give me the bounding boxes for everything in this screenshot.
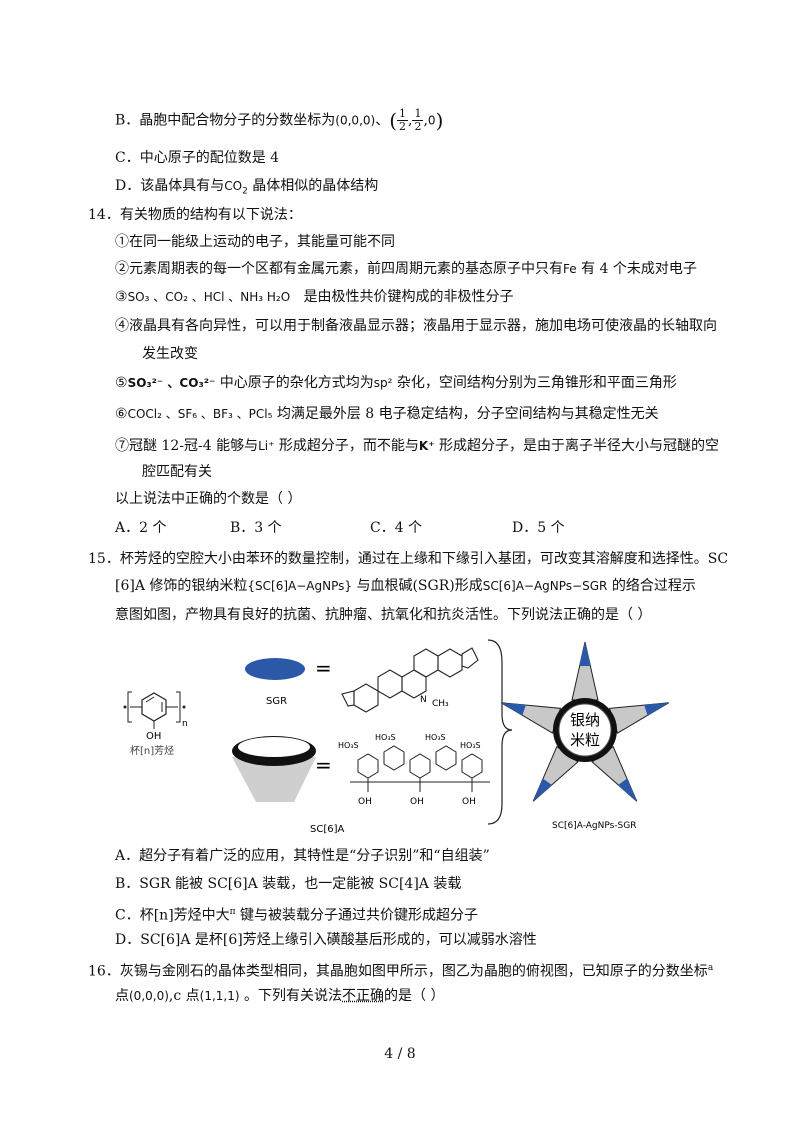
q15-chem-1: {SC[6]A−AgNPs} — [247, 579, 353, 593]
q14-statement-6: ⑥COCl₂ 、SF₆ 、BF₃ 、PCl₅ 均满足最外层 8 电子稳定结构，分… — [115, 406, 659, 422]
q13-option-c: C．中心原子的配位数是 4 — [115, 150, 280, 166]
q15-figure: n OH 杯[n]芳烃 SGR = N CH₃ = SC[6]A HO₃S HO… — [123, 639, 674, 835]
sgr-label: SGR — [266, 696, 287, 707]
q14-sp2: sp² — [373, 376, 393, 390]
pi-symbol: π — [229, 907, 236, 917]
sc6a-so3-4: HO₃S — [460, 741, 481, 750]
sc6a-so3-2: HO₃S — [375, 733, 396, 742]
q16-coord-a: (0,0,0) — [129, 989, 169, 1003]
q14-statement-4: ④液晶具有各向异性，可以用于制备液晶显示器；液晶用于显示器，施加电场可使液晶的长… — [115, 318, 717, 334]
q14-statement-7: ⑦冠醚 12-冠-4 能够与Li⁺ 形成超分子，而不能与K⁺ 形成超分子，是由于… — [115, 438, 719, 454]
sgr-ch3: CH₃ — [432, 699, 449, 709]
q15-stem-3: 意图如图，产物具有良好的抗菌、抗肿瘤、抗氧化和抗炎活性。下列说法正确的是（ ） — [115, 607, 652, 623]
nanoparticle-label-2: 米粒 — [570, 731, 600, 749]
sc6a-cup — [232, 736, 316, 802]
calixarene-unit: n OH 杯[n]芳烃 — [123, 691, 188, 757]
q14-option-b: B．3 个 — [230, 520, 282, 536]
q15-chem-2: SC[6]A−AgNPs−SGR — [482, 579, 608, 593]
chem-fe: Fe — [563, 262, 577, 276]
calix-n-label: n — [182, 719, 188, 729]
chem-li: Li⁺ — [258, 439, 275, 453]
calix-oh-label: OH — [146, 731, 161, 742]
page-number: 4 / 8 — [384, 1046, 416, 1062]
q16-stem-1: 16．灰锡与金刚石的晶体类型相同，其晶胞如图甲所示，图乙为晶胞的俯视图，已知原子… — [88, 963, 714, 980]
nanoparticle-star — [496, 641, 674, 810]
sgr-ellipse — [245, 658, 305, 680]
q15-option-a: A．超分子有着广泛的应用，其特性是“分子识别”和“自组装” — [115, 848, 490, 864]
q13-sep: 、 — [375, 112, 390, 129]
sc6a-so3-1: HO₃S — [338, 741, 359, 750]
q14-statement-2: ②元素周期表的每一个区都有金属元素，前四周期元素的基态原子中只有Fe 有 4 个… — [115, 261, 697, 277]
sc6a-oh-2: OH — [410, 797, 424, 807]
q14-chem-list-6: COCl₂ 、SF₆ 、BF₃ 、PCl₅ — [127, 407, 273, 421]
q16-stem-2: 点(0,0,0),c 点(1,1,1) 。下列有关说法不正确的是（ ） — [115, 988, 445, 1004]
q15-stem-2: [6]A 修饰的银纳米粒{SC[6]A−AgNPs} 与血根碱(SGR)形成SC… — [115, 578, 696, 594]
q14-stem: 14．有关物质的结构有以下说法： — [88, 207, 302, 223]
sc6a-so3-3: HO₃S — [425, 733, 446, 742]
right-brace — [487, 639, 513, 825]
q13-option-d: D．该晶体具有与CO2 晶体相似的晶体结构 — [115, 178, 379, 197]
q15-stem-1: 15．杯芳烃的空腔大小由苯环的数量控制，通过在上缘和下缘引入基团，可改变其溶解度… — [88, 551, 729, 567]
sgr-equals: = — [315, 656, 332, 680]
sc6a-structure — [350, 745, 490, 792]
q13-coord-origin: (0,0,0) — [335, 113, 376, 128]
q14-option-c: C．4 个 — [370, 520, 423, 536]
q14-option-a: A．2 个 — [115, 520, 167, 536]
q14-statement-1: ①在同一能级上运动的电子，其能量可能不同 — [115, 234, 395, 250]
sgr-n-plus: N — [420, 695, 427, 705]
q14-question: 以上说法中正确的个数是（ ） — [115, 491, 302, 507]
q16-coord-c: (1,1,1) — [199, 989, 240, 1003]
q14-option-d: D．5 个 — [512, 520, 565, 536]
chem-k: K⁺ — [418, 439, 435, 453]
calix-caption: 杯[n]芳烃 — [130, 744, 174, 757]
q15-option-c: C．杯[n]芳烃中大π 键与被装载分子通过共价键形成超分子 — [115, 907, 479, 924]
q14-statement-5: ⑤SO₃²⁻ 、CO₃²⁻ 中心原子的杂化方式均为sp² 杂化，空间结构分别为三… — [115, 375, 677, 391]
q14-chem-list-3: SO₃ 、CO₂ 、HCl 、NH₃ H₂O — [127, 290, 291, 304]
q15-option-b: B．SGR 能被 SC[6]A 装载，也一定能被 SC[4]A 装载 — [115, 876, 462, 892]
q16-emphasis: 不正确 — [342, 988, 385, 1004]
q14-statement-3: ③SO₃ 、CO₂ 、HCl 、NH₃ H₂O 是由极性共价键构成的非极性分子 — [115, 289, 514, 305]
q14-chem-ions: SO₃²⁻ 、CO₃²⁻ — [127, 376, 216, 390]
sc6a-oh-1: OH — [358, 797, 372, 807]
sc6a-oh-3: OH — [462, 797, 476, 807]
q13-option-b-text: B．晶胞中配合物分子的分数坐标为 — [115, 112, 336, 129]
q14-statement-4-cont: 发生改变 — [142, 346, 198, 362]
q15-option-d: D．SC[6]A 是杯[6]芳烃上缘引入磺酸基后形成的，可以减弱水溶性 — [115, 932, 537, 948]
q13-chem-co2: CO2 — [224, 179, 248, 197]
q14-statement-7-cont: 腔匹配有关 — [142, 464, 212, 480]
nanoparticle-label-1: 银纳 — [570, 711, 600, 729]
sgr-structure — [341, 647, 479, 713]
product-label: SC[6]A-AgNPs-SGR — [552, 821, 637, 831]
sc6a-equals: = — [315, 753, 332, 777]
sc6a-label: SC[6]A — [310, 824, 344, 835]
